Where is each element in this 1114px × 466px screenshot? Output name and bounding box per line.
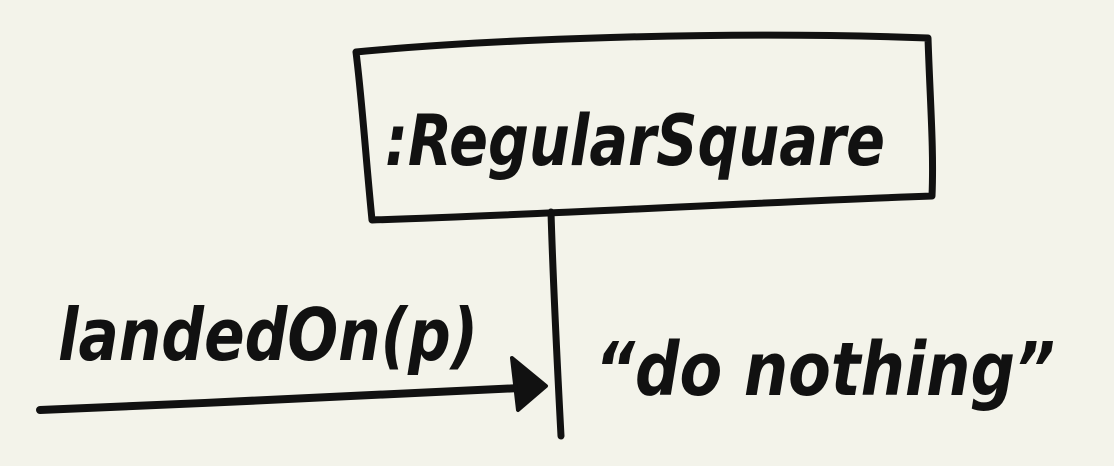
note-text: “do nothing”	[595, 327, 1055, 413]
message-arrow-shaft	[36, 384, 524, 414]
lifeline-line	[547, 208, 565, 440]
lifeline-label: :RegularSquare	[385, 100, 885, 182]
message-arrowhead	[510, 356, 548, 412]
lifeline-box	[352, 31, 937, 224]
message-label: landedOn(p)	[58, 293, 478, 377]
